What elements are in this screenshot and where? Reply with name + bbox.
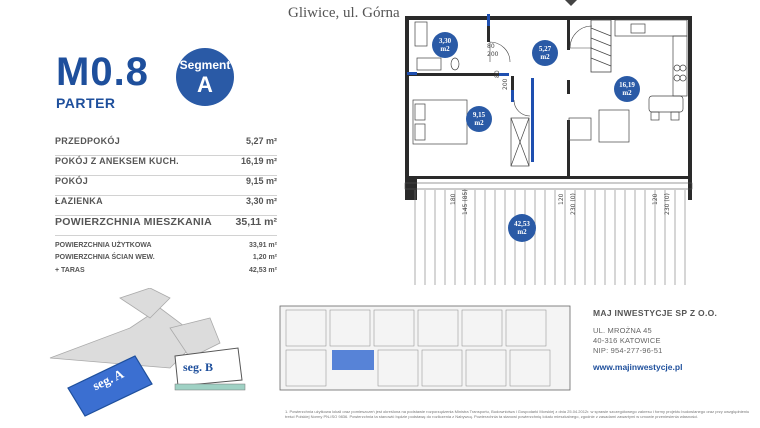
unit-code: M0.8 [56,50,149,94]
area-value: 16,19 m² [240,156,277,166]
terrace-edge [404,182,693,190]
area-total-label: POWIERZCHNIA MIESZKANIA [55,216,213,228]
area-total-row: POWIERZCHNIA MIESZKANIA 35,11 m² [55,216,277,236]
kitchen-cabinets [590,19,688,97]
highlighted-walls [407,14,534,162]
site-map [49,288,246,417]
segment-a-block [67,355,153,417]
company-website-link[interactable]: www.majinwestycje.pl [593,362,683,372]
dimension-label: 230 (0) [664,193,671,215]
doors [489,25,593,117]
building-key-plan [279,305,571,391]
area-total-value: 35,11 m² [235,216,277,228]
floor-label: PARTER [56,95,116,111]
area-row: POKÓJ 9,15 m² [55,176,277,196]
area-extra-row: POWIERZCHNIA UŻYTKOWA 33,91 m² [55,239,277,252]
area-label: POKÓJ Z ANEKSEM KUCH. [55,156,179,166]
area-table: PRZEDPOKÓJ 5,27 m² POKÓJ Z ANEKSEM KUCH.… [55,136,277,277]
living-furniture [568,95,684,143]
area-value: 9,15 m² [245,176,277,186]
segment-value: A [197,72,213,97]
wardrobe [510,117,530,167]
area-row: PRZEDPOKÓJ 5,27 m² [55,136,277,156]
area-extra-label: + TARAS [55,266,85,274]
north-marker-icon [565,0,577,6]
dimension-label: 180 [450,193,457,205]
area-label: POKÓJ [55,176,89,186]
terrace-hatch [414,190,686,285]
location-title: Gliwice, ul. Górna [288,5,400,21]
company-street: UL. MROŻNA 45 [593,326,652,335]
dimension-label: 145 (85) [462,189,469,215]
area-row: ŁAZIENKA 3,30 m² [55,196,277,216]
door-label: 200 [487,51,499,58]
exterior-walls [405,16,692,200]
highlighted-unit [332,350,374,370]
footnote: 1. Powierzchnia użytkowa lokali oraz pom… [285,409,750,419]
area-row: POKÓJ Z ANEKSEM KUCH. 16,19 m² [55,156,277,176]
area-value: 3,30 m² [245,196,277,206]
area-extra-value: 42,53 m² [248,266,277,274]
bathroom-fixtures [414,21,460,71]
area-label: ŁAZIENKA [55,196,103,206]
area-label: PRZEDPOKÓJ [55,136,121,146]
segment-badge: Segment A [176,48,234,106]
door-label: 80 [487,43,495,50]
segment-label: Segment [179,58,231,72]
area-extra-row: + TARAS 42,53 m² [55,264,277,277]
company-nip: NIP: 954-277-96-51 [593,346,663,355]
area-extra-label: POWIERZCHNIA UŻYTKOWA [55,241,152,249]
interior-walls [409,20,570,200]
dimension-label: 230 (0) [570,193,577,215]
area-extra-value: 1,20 m² [252,254,277,262]
seg-b-label: seg. B [183,360,213,374]
segment-b-block [174,347,243,387]
area-value: 5,27 m² [245,136,277,146]
door-label: 200 [502,78,509,90]
area-extra-value: 33,91 m² [248,241,277,249]
area-extra-label: POWIERZCHNIA ŚCIAN WEW. [55,254,155,262]
dimension-label: 120 [558,193,565,205]
company-name: MAJ INWESTYCJE SP Z O.O. [593,308,718,318]
area-extra-row: POWIERZCHNIA ŚCIAN WEW. 1,20 m² [55,252,277,265]
dimension-label: 120 [652,193,659,205]
door-label: 80 [494,70,501,78]
company-city: 40-316 KATOWICE [593,336,661,345]
